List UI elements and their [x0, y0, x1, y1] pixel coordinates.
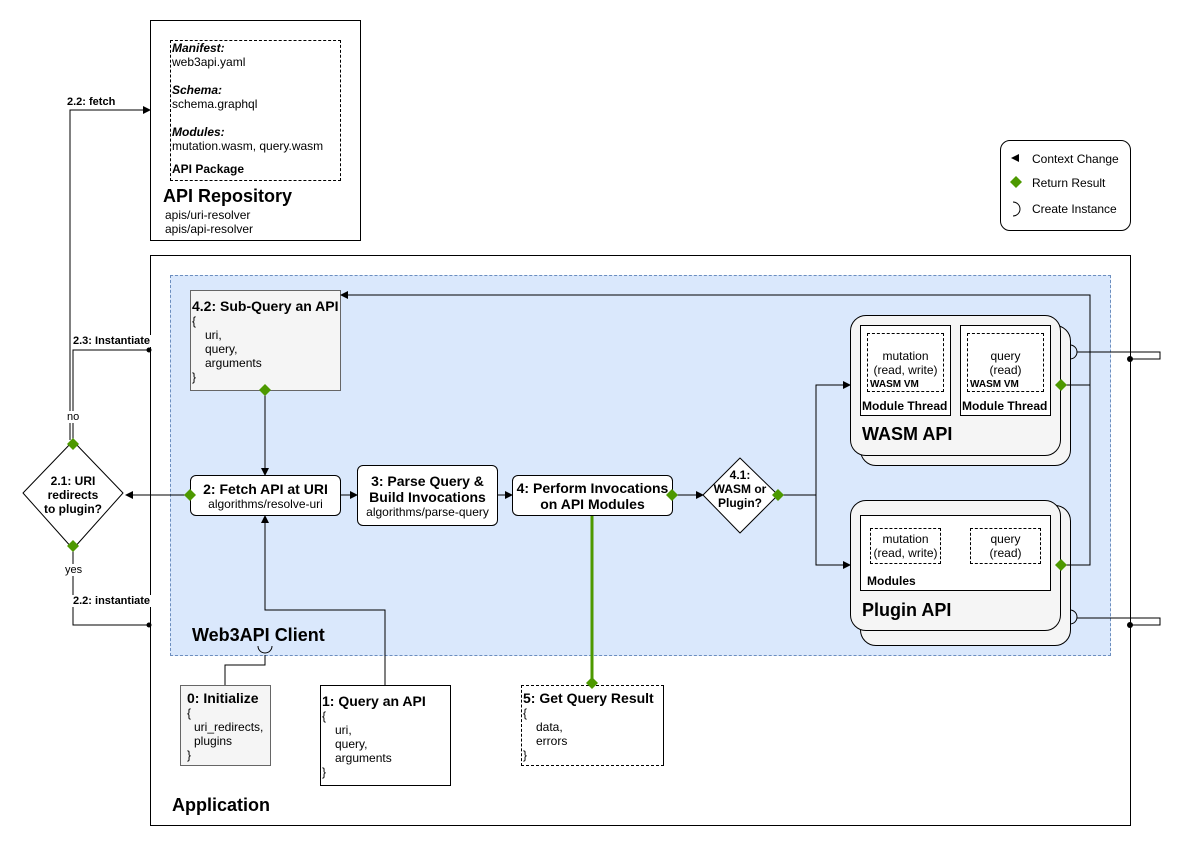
wasm-api-title: WASM API	[862, 424, 953, 444]
perform-title-1: 4: Perform Invocations	[516, 479, 669, 496]
query-api-box	[320, 685, 451, 786]
subquery-title: 4.2: Sub-Query an API	[192, 298, 339, 314]
query-api-arg-uri: uri,	[335, 723, 352, 737]
web3api-client-title: Web3API Client	[192, 625, 325, 645]
parse-query-title-2: Build Invocations	[369, 488, 486, 505]
parse-query-sub: algorithms/parse-query	[366, 504, 489, 519]
api-repository	[150, 20, 361, 241]
legend-create-instance: Create Instance	[1032, 202, 1117, 216]
return-diamond-decision21-bottom	[67, 540, 79, 552]
edge-label-instantiate-23: 2.3: Instantiate	[72, 335, 152, 347]
initialize-box	[180, 685, 271, 766]
api-repository-title: API Repository	[163, 186, 293, 206]
query-api-close-brace: }	[322, 765, 327, 779]
perform-invocations-box: 4: Perform Invocations on API Modules	[512, 475, 673, 516]
api-package-label: API Package	[172, 162, 245, 176]
edge-label-fetch: 2.2: fetch	[66, 96, 117, 108]
api-package	[170, 40, 341, 181]
parse-query-title-1: 3: Parse Query &	[371, 472, 484, 489]
plugin-query-line1: query	[990, 532, 1021, 546]
initialize-arg-plugins: plugins	[194, 734, 233, 748]
query-api-open-brace: {	[322, 709, 327, 723]
plugin-mutation-module: mutation (read, write)	[870, 528, 941, 564]
plugin-mutation-line2: (read, write)	[873, 546, 938, 560]
decision-41-line3: Plugin?	[718, 496, 762, 510]
fetch-api-title: 2: Fetch API at URI	[203, 480, 328, 497]
wasm-query-line1: query	[990, 348, 1021, 363]
query-result-open-brace: {	[523, 706, 528, 720]
edge-fetch-to-repository	[69, 106, 151, 440]
wasm-query-thread-label: Module Thread	[962, 399, 1048, 413]
query-result-arg-errors: errors	[536, 734, 568, 748]
schema-label: Schema:	[172, 83, 223, 97]
fetch-api-sub: algorithms/resolve-uri	[208, 496, 323, 511]
return-diamond-decision21-top	[67, 438, 79, 450]
schema-value: schema.graphql	[172, 97, 258, 111]
plugin-query-module: query (read)	[970, 528, 1041, 564]
decision-41-line2: WASM or	[713, 482, 767, 496]
query-result-close-brace: }	[523, 748, 528, 762]
query-result-title: 5: Get Query Result	[523, 690, 654, 706]
fetch-api-box: 2: Fetch API at URI algorithms/resolve-u…	[190, 475, 341, 516]
query-api-arg-query: query,	[335, 737, 368, 751]
parse-query-box: 3: Parse Query & Build Invocations algor…	[357, 465, 498, 526]
plugin-api-title: Plugin API	[862, 600, 952, 620]
plugin-mutation-line1: mutation	[882, 532, 929, 546]
subquery-box	[190, 290, 341, 391]
perform-title-2: on API Modules	[540, 495, 645, 512]
edge-instantiate-22	[72, 550, 148, 626]
subquery-arg-uri: uri,	[205, 328, 222, 342]
query-api-arg-arguments: arguments	[335, 751, 392, 765]
initialize-open-brace: {	[187, 706, 192, 720]
edge-label-yes: yes	[63, 564, 85, 576]
subquery-open-brace: {	[192, 314, 197, 328]
modules-label: Modules:	[172, 125, 225, 139]
legend-return-result: Return Result	[1032, 176, 1106, 190]
query-result-arg-data: data,	[536, 720, 563, 734]
wasm-mutation-vm-label: WASM VM	[870, 379, 919, 390]
decision-41-line1: 4.1:	[729, 468, 751, 482]
modules-value: mutation.wasm, query.wasm	[172, 139, 324, 153]
wasm-mutation-line2: (read, write)	[873, 362, 938, 377]
uri-resolver-path: apis/uri-resolver	[165, 208, 251, 222]
wasm-query-vm-label: WASM VM	[970, 379, 1019, 390]
application-title: Application	[172, 795, 270, 815]
legend-context-change: Context Change	[1032, 152, 1119, 166]
plugin-query-line2: (read)	[989, 546, 1022, 560]
subquery-arg-arguments: arguments	[205, 356, 262, 370]
plugin-modules-label: Modules	[867, 574, 916, 588]
edge-label-no: no	[65, 411, 82, 423]
api-resolver-path: apis/api-resolver	[165, 222, 254, 236]
query-result-box	[521, 685, 664, 766]
manifest-label: Manifest:	[172, 41, 225, 55]
initialize-title: 0: Initialize	[187, 690, 259, 706]
decision-21-label: 2.1: URI redirects to plugin?	[33, 474, 113, 516]
initialize-close-brace: }	[187, 748, 192, 762]
wasm-query-line2: (read)	[989, 362, 1022, 377]
query-api-title: 1: Query an API	[322, 693, 426, 709]
edge-instantiate-23	[72, 349, 148, 440]
subquery-close-brace: }	[192, 370, 197, 384]
initialize-arg-uri-redirects: uri_redirects,	[194, 720, 264, 734]
decision-21-line2: redirects	[47, 488, 99, 502]
edge-label-instantiate-22: 2.2: instantiate	[72, 595, 152, 607]
decision-21-line1: 2.1: URI	[50, 474, 96, 488]
wasm-mutation-thread-label: Module Thread	[862, 399, 948, 413]
wasm-mutation-line1: mutation	[882, 348, 929, 363]
decision-41-label: 4.1: WASM or Plugin?	[708, 468, 772, 510]
subquery-arg-query: query,	[205, 342, 238, 356]
decision-21-line3: to plugin?	[44, 502, 102, 516]
manifest-value: web3api.yaml	[172, 55, 246, 69]
